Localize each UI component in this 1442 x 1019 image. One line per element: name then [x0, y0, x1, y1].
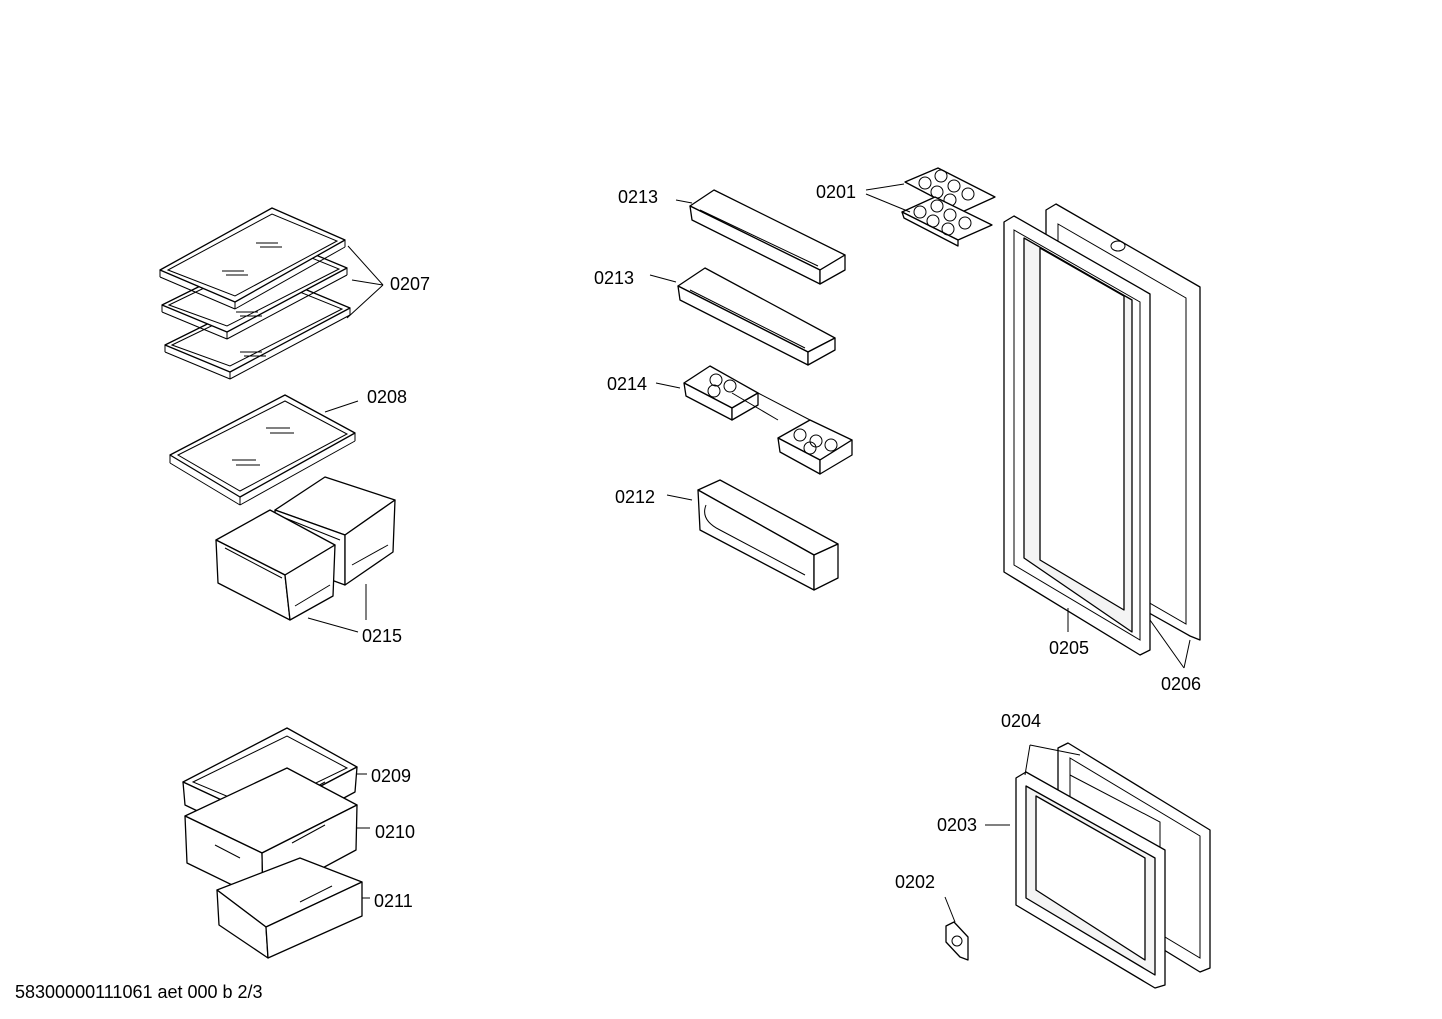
glass-shelf-stack-0207 [159, 207, 384, 380]
label-0213-bottom: 0213 [594, 268, 635, 288]
knob-0202 [944, 896, 969, 961]
label-0214: 0214 [607, 374, 648, 394]
glass-shelf [159, 207, 346, 310]
door-gasket-0205 [1003, 215, 1151, 656]
door-shelf-0213-top [675, 189, 846, 285]
label-0208: 0208 [367, 387, 408, 407]
egg-tray [901, 196, 993, 247]
label-0213-top: 0213 [618, 187, 659, 207]
drawer-0211 [216, 857, 370, 959]
crisper-bin [215, 509, 336, 621]
label-0215: 0215 [362, 626, 403, 646]
label-0203: 0203 [937, 815, 978, 835]
label-0209: 0209 [371, 766, 412, 786]
label-0206: 0206 [1161, 674, 1202, 694]
egg-tray-0214 [655, 365, 853, 475]
label-0212: 0212 [615, 487, 656, 507]
label-0207: 0207 [390, 274, 431, 294]
label-0210: 0210 [375, 822, 416, 842]
door-shelf-0213-bottom [649, 267, 836, 366]
crisper-bins-0215 [215, 476, 396, 633]
label-0202: 0202 [895, 872, 936, 892]
bottle-shelf-0212 [666, 479, 839, 591]
glass-shelf-0208 [169, 394, 359, 506]
egg-tray [904, 167, 996, 213]
label-0211: 0211 [374, 891, 413, 911]
label-0204: 0204 [1001, 711, 1042, 731]
drawing-reference-footer: 58300000111061 aet 000 b 2/3 [15, 982, 263, 1002]
egg-trays-0201 [865, 167, 996, 247]
label-0205: 0205 [1049, 638, 1090, 658]
freezer-gasket-0203 [1015, 771, 1166, 989]
label-0201: 0201 [816, 182, 857, 202]
